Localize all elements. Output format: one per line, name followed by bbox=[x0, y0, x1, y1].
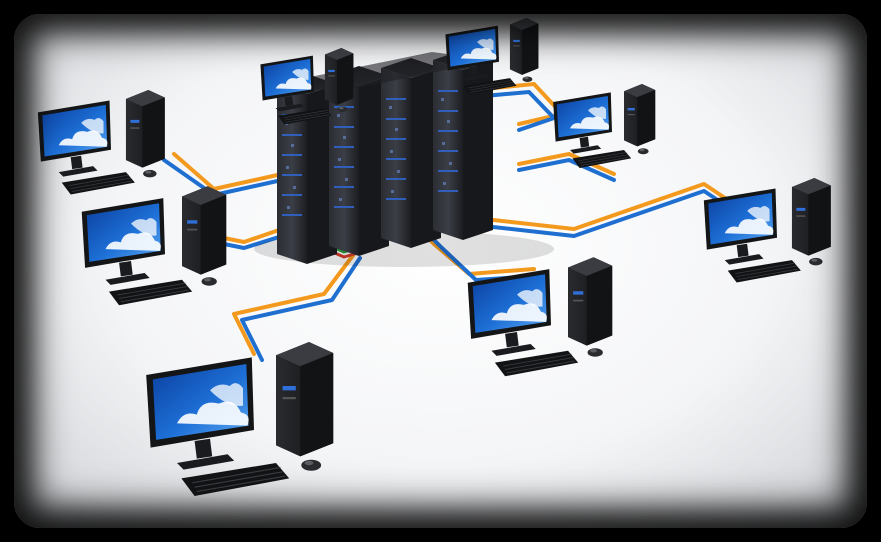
workstation-icon bbox=[145, 341, 334, 497]
network-illustration bbox=[14, 14, 867, 528]
workstation-icon bbox=[467, 256, 613, 377]
network-diagram-art bbox=[37, 18, 832, 497]
workstation-icon bbox=[703, 178, 832, 283]
workstation-icon bbox=[37, 90, 166, 195]
workstation-icon bbox=[81, 186, 227, 306]
